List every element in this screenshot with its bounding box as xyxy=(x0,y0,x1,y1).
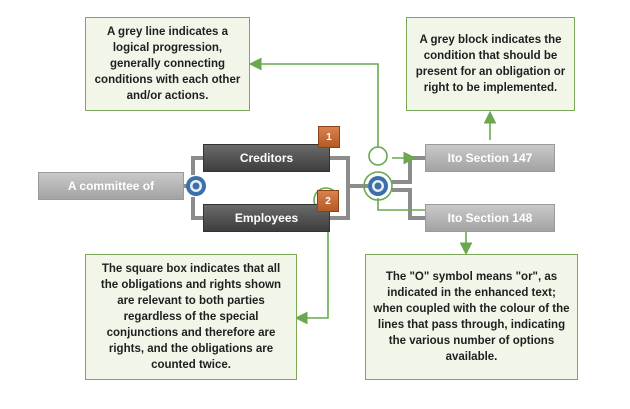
green-highlight-circle xyxy=(368,146,388,166)
callout-grey-block-text: A grey block indicates the condition tha… xyxy=(415,34,566,94)
callout-o-symbol-text: The "O" symbol means "or", as indicated … xyxy=(373,271,570,363)
committee-box-label: A committee of xyxy=(67,179,155,193)
square-box-badge-1: 1 xyxy=(318,126,340,148)
creditors-box-label: Creditors xyxy=(239,151,294,165)
callout-square-box-text: The square box indicates that all the ob… xyxy=(100,263,282,371)
badge-2-number: 2 xyxy=(325,195,331,207)
section-147-box-label: Ito Section 147 xyxy=(447,151,533,165)
grey-connector-lines xyxy=(184,156,425,220)
or-symbol-icon xyxy=(368,176,388,196)
callout-square-box: The square box indicates that all the ob… xyxy=(85,254,297,380)
or-symbol-icon xyxy=(186,176,206,196)
creditors-box: Creditors xyxy=(203,144,330,172)
committee-box: A committee of xyxy=(38,172,184,200)
employees-box-label: Employees xyxy=(234,211,299,225)
callout-grey-line-text: A grey line indicates a logical progress… xyxy=(94,26,241,102)
callout-o-symbol: The "O" symbol means "or", as indicated … xyxy=(365,254,578,380)
green-highlight-circle xyxy=(363,171,393,201)
section-148-box: Ito Section 148 xyxy=(425,204,555,232)
square-box-badge-2: 2 xyxy=(317,190,339,212)
employees-box: Employees xyxy=(203,204,330,232)
badge-1-number: 1 xyxy=(326,131,332,143)
callout-grey-line: A grey line indicates a logical progress… xyxy=(85,17,250,111)
callout-grey-block: A grey block indicates the condition tha… xyxy=(406,17,575,111)
section-148-box-label: Ito Section 148 xyxy=(447,211,533,225)
section-147-box: Ito Section 147 xyxy=(425,144,555,172)
